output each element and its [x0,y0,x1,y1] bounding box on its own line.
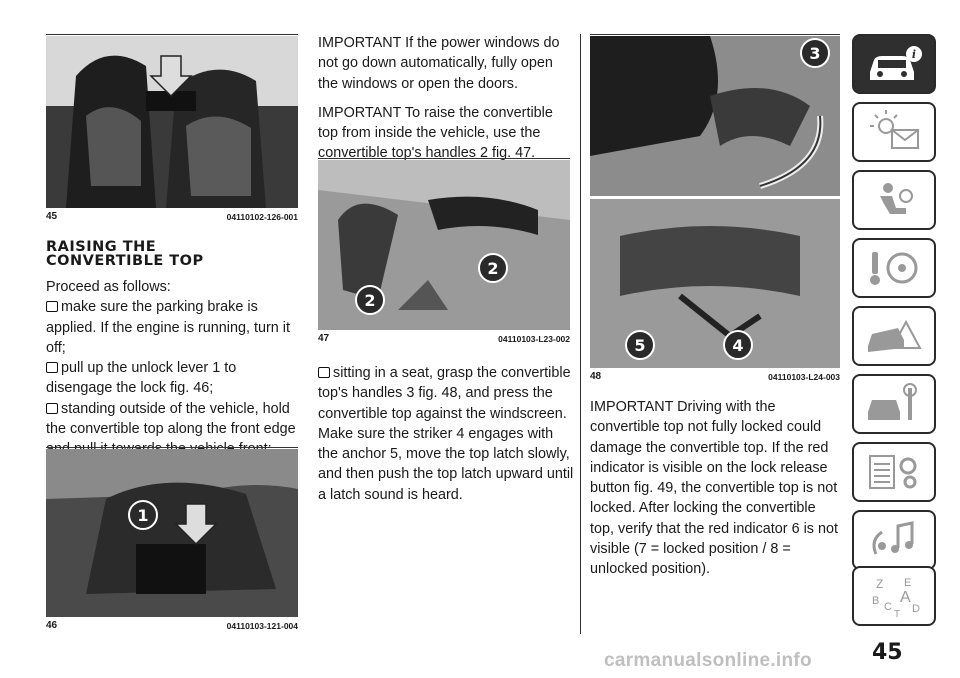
index-letter: A [900,589,911,606]
figure-45-photo [46,36,298,208]
index-letter: T [894,609,900,618]
watermark: carmanualsonline.info [604,650,812,671]
seat-airbag-icon [880,183,913,214]
fig47-top-rule [318,158,570,159]
figure-46-code: 04110103-121-004 [226,621,298,631]
figure-46: 1 46 04110103-121-004 [46,449,298,631]
bullet-icon [46,301,58,313]
index-letter: E [904,577,911,589]
tab-car-info[interactable]: i [852,34,936,94]
car-maintenance-icon [868,383,917,420]
tab-multimedia[interactable] [852,510,936,570]
bullet-item: make sure the parking brake is applied. … [46,297,300,358]
tab-safety[interactable] [852,170,936,230]
index-letter: Z [876,577,883,591]
specs-gears-icon [869,455,917,489]
column-2-text-bottom: sitting in a seat, grasp the convertible… [318,363,574,505]
figure-45-number: 45 [46,211,58,222]
alphabetical-index-icon: Z E B A C D T [872,577,920,618]
tab-warning-lights[interactable] [852,102,936,162]
callout-2b: 2 [364,291,375,310]
section-heading: RAISING THE CONVERTIBLE TOP [46,239,296,269]
index-letter: D [912,603,920,615]
figure-47-number: 47 [318,333,330,344]
figure-45-code: 04110102-126-001 [226,212,298,222]
figure-46-photo: 1 [46,449,298,617]
column-2-text-top: IMPORTANT If the power windows do not go… [318,33,572,173]
tab-maintenance[interactable] [852,374,936,434]
svg-text:i: i [912,48,916,61]
fig46-top-rule [46,447,298,448]
bullet-text: pull up the unlock lever 1 to disengage … [46,360,237,397]
tab-technical-data[interactable] [852,442,936,502]
bullet-item: pull up the unlock lever 1 to disengage … [46,358,300,399]
figure-45: 45 04110102-126-001 [46,36,298,222]
car-info-icon: i [870,46,922,80]
callout-1: 1 [137,506,148,525]
callout-5: 5 [634,336,645,355]
warning-lights-icon [870,110,919,149]
page-number: 45 [872,640,903,665]
intro-text: Proceed as follows: [46,279,171,295]
bullet-icon [46,402,58,414]
figure-47-photo: 2 2 [318,160,570,330]
bullet-item: sitting in a seat, grasp the convertible… [318,363,574,505]
tab-emergency[interactable] [852,306,936,366]
column-3-text: IMPORTANT Driving with the convertible t… [590,397,842,589]
column-divider [580,34,581,634]
fig48-top-rule [590,34,840,35]
callout-4: 4 [732,336,743,355]
multimedia-icon [872,521,914,555]
index-letter: C [884,601,892,613]
figure-48: 3 5 4 48 04110103-L24-003 [590,36,840,382]
car-breakdown-icon [868,319,922,352]
bullet-text: sitting in a seat, grasp the convertible… [318,365,574,503]
important-note-1: IMPORTANT If the power windows do not go… [318,35,560,92]
fig45-top-rule [46,34,298,35]
callout-3: 3 [809,44,820,63]
figure-47: 2 2 47 04110103-L23-002 [318,160,570,344]
bullet-icon [46,362,58,374]
index-letter: B [872,595,879,607]
figure-47-code: 04110103-L23-002 [498,334,570,344]
figure-48-number: 48 [590,371,602,382]
column-1-text: Proceed as follows: make sure the parkin… [46,277,300,460]
tab-starting-driving[interactable] [852,238,936,298]
bullet-icon [318,367,330,378]
heading-line-2: CONVERTIBLE TOP [46,253,204,269]
important-note-3: IMPORTANT Driving with the convertible t… [590,399,838,578]
callout-2a: 2 [487,259,498,278]
figure-48-photo: 3 5 4 [590,36,840,368]
important-note-2: IMPORTANT To raise the convertible top f… [318,104,553,162]
tab-index[interactable]: Z E B A C D T [852,566,936,626]
bullet-text: make sure the parking brake is applied. … [46,299,291,356]
heading-line-1: RAISING THE [46,239,157,255]
figure-48-code: 04110103-L24-003 [768,372,840,382]
figure-46-number: 46 [46,620,58,631]
key-steering-wheel-icon [870,252,918,285]
